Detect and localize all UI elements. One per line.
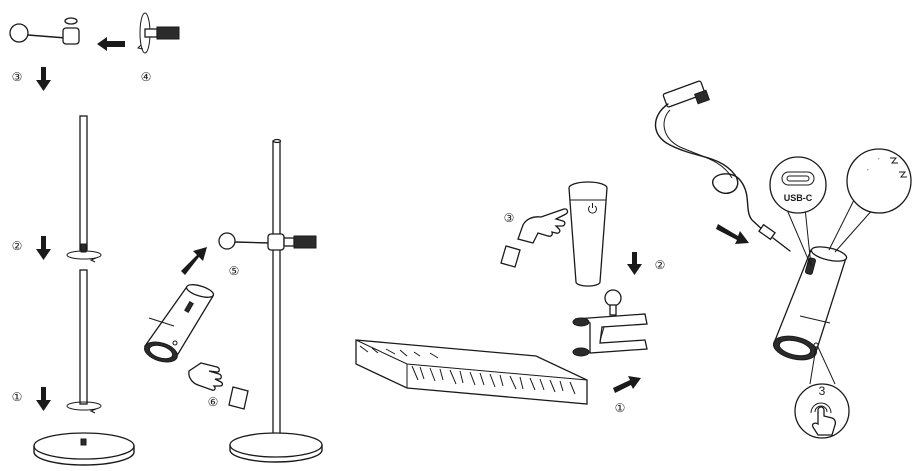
lamp-head	[142, 282, 215, 365]
step-label: ②	[12, 239, 23, 253]
assembled-stand	[219, 140, 322, 463]
step-label: ⑥	[208, 395, 219, 409]
table-slab	[356, 340, 587, 404]
arrow-icon	[181, 247, 207, 275]
upper-pole	[67, 116, 101, 262]
press-count: 3	[819, 384, 826, 398]
arrow-icon	[36, 67, 51, 91]
step-label: ②	[655, 258, 666, 272]
arm-part	[10, 18, 79, 44]
finger-press-icon	[189, 363, 248, 409]
step-label: ①	[615, 401, 626, 415]
magnet-icon	[847, 149, 911, 213]
base-plate	[34, 433, 134, 465]
usb-cable	[656, 81, 791, 251]
step-label: ⑤	[229, 264, 240, 278]
usb-c-port-icon: USB-C	[770, 157, 826, 213]
finger-press-icon: 3	[795, 384, 849, 438]
step-label: ③	[504, 211, 515, 225]
screw-part	[138, 13, 179, 53]
arrow-icon	[613, 376, 641, 393]
arrow-icon	[36, 387, 51, 411]
step-label: ①	[12, 390, 23, 404]
lower-pole	[67, 270, 101, 413]
arrow-icon	[627, 252, 642, 275]
clamp-part	[573, 290, 647, 356]
step-label: ③	[12, 70, 23, 84]
arrow-icon	[36, 236, 51, 260]
lamp-upright	[569, 182, 607, 286]
usb-c-label: USB-C	[784, 193, 813, 203]
arrow-icon	[97, 37, 125, 51]
step-label: ④	[141, 70, 152, 84]
arrow-icon	[716, 224, 749, 244]
